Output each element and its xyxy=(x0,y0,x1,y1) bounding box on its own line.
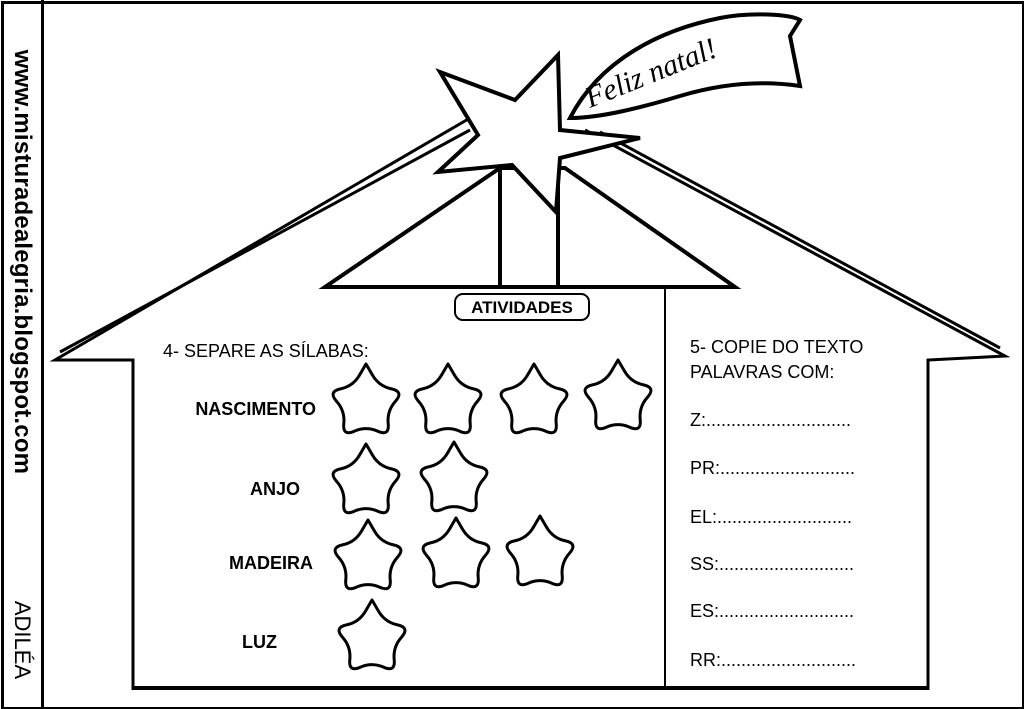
copy-line-z: Z:............................. xyxy=(690,410,852,430)
copy-line-ss: SS:........................... xyxy=(690,554,855,574)
copy-line-pr: PR:........................... xyxy=(690,458,856,478)
syllable-stars-group xyxy=(331,358,653,671)
roof-left-edge xyxy=(49,116,471,690)
syllable-star-box[interactable] xyxy=(499,362,569,435)
section5-instruction-line1: 5- COPIE DO TEXTO xyxy=(690,337,864,357)
word-madeira: MADEIRA xyxy=(229,553,313,573)
syllable-star-box[interactable] xyxy=(419,440,489,513)
copy-line-es: ES:........................... xyxy=(690,601,855,621)
copy-line-el: EL:........................... xyxy=(690,507,853,527)
syllable-star-box[interactable] xyxy=(331,442,401,515)
syllable-star-box[interactable] xyxy=(421,516,491,589)
section4-instruction: 4- SEPARE AS SÍLABAS: xyxy=(163,341,369,361)
roof-right-edge xyxy=(584,128,1011,690)
word-luz: LUZ xyxy=(242,632,277,652)
syllable-star-box[interactable] xyxy=(333,518,403,591)
shooting-star xyxy=(432,50,641,217)
word-anjo: ANJO xyxy=(249,479,300,499)
side-strip: www.misturadealegria.blogspot.com ADILÉA xyxy=(0,0,44,709)
activities-title: ATIVIDADES xyxy=(454,293,590,321)
word-nascimento: NASCIMENTO xyxy=(195,399,316,419)
syllable-star-box[interactable] xyxy=(583,358,653,431)
syllable-star-box[interactable] xyxy=(331,362,401,435)
section5-instruction-line2: PALAVRAS COM: xyxy=(690,362,835,382)
ribbon-banner xyxy=(566,12,803,121)
syllable-star-box[interactable] xyxy=(413,362,483,435)
copy-line-rr: RR:........................... xyxy=(690,650,857,670)
syllable-star-box[interactable] xyxy=(337,598,407,671)
roof-right-inner xyxy=(599,130,1001,350)
syllable-star-box[interactable] xyxy=(505,514,575,587)
roof-left-inner xyxy=(59,128,471,354)
